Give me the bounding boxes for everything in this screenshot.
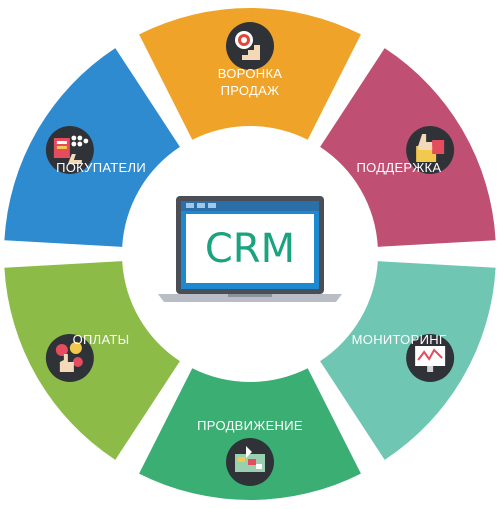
window-content [186,214,314,283]
segment-funnel-shape [139,8,361,140]
segment-funnel: ВОРОНКА ПРОДАЖ [139,8,361,140]
window-titlebar [181,201,319,211]
support-thumbs-up-icon [406,126,455,174]
segment-monitoring-label: МОНИТОРИНГ [352,332,447,347]
segment-promotion-label-line: ПРОДВИЖЕНИЕ [197,418,303,433]
customers-cards-icon [45,126,94,174]
segment-payments: ОПЛАТЫ [4,261,180,460]
segment-promotion: ПРОДВИЖЕНИЕ [139,368,361,500]
segment-monitoring: МОНИТОРИНГ [320,261,496,460]
target-funnel-icon [226,22,274,70]
crm-label: CRM [205,226,295,272]
segment-funnel-label: ВОРОНКА ПРОДАЖ [218,66,283,98]
segment-payments-label: ОПЛАТЫ [73,332,130,347]
segment-promotion-label: ПРОДВИЖЕНИЕ [197,418,303,433]
segment-promotion-shape [139,368,361,500]
segment-support-label: ПОДДЕРЖКА [356,160,441,175]
segment-support-label-line: ПОДДЕРЖКА [356,160,441,175]
segment-customers: ПОКУПАТЕЛИ [4,48,180,247]
segment-customers-label: ПОКУПАТЕЛИ [56,160,146,175]
payments-coins-icon [45,334,94,382]
segment-support: ПОДДЕРЖКА [320,48,496,247]
segment-monitoring-label-line: МОНИТОРИНГ [352,332,447,347]
laptop-base [158,294,342,302]
laptop-icon: CRM [158,196,342,302]
segment-funnel-label-line: ПРОДАЖ [221,83,280,98]
promotion-map-icon [226,438,274,486]
segment-funnel-label-line: ВОРОНКА [218,66,283,81]
monitoring-chart-icon [406,334,455,382]
segment-customers-label-line: ПОКУПАТЕЛИ [56,160,146,175]
segment-group: ВОРОНКА ПРОДАЖ ПОДДЕРЖКА МОНИТОРИНГ ПРОДВИЖЕ… [4,8,496,500]
segment-payments-label-line: ОПЛАТЫ [73,332,130,347]
